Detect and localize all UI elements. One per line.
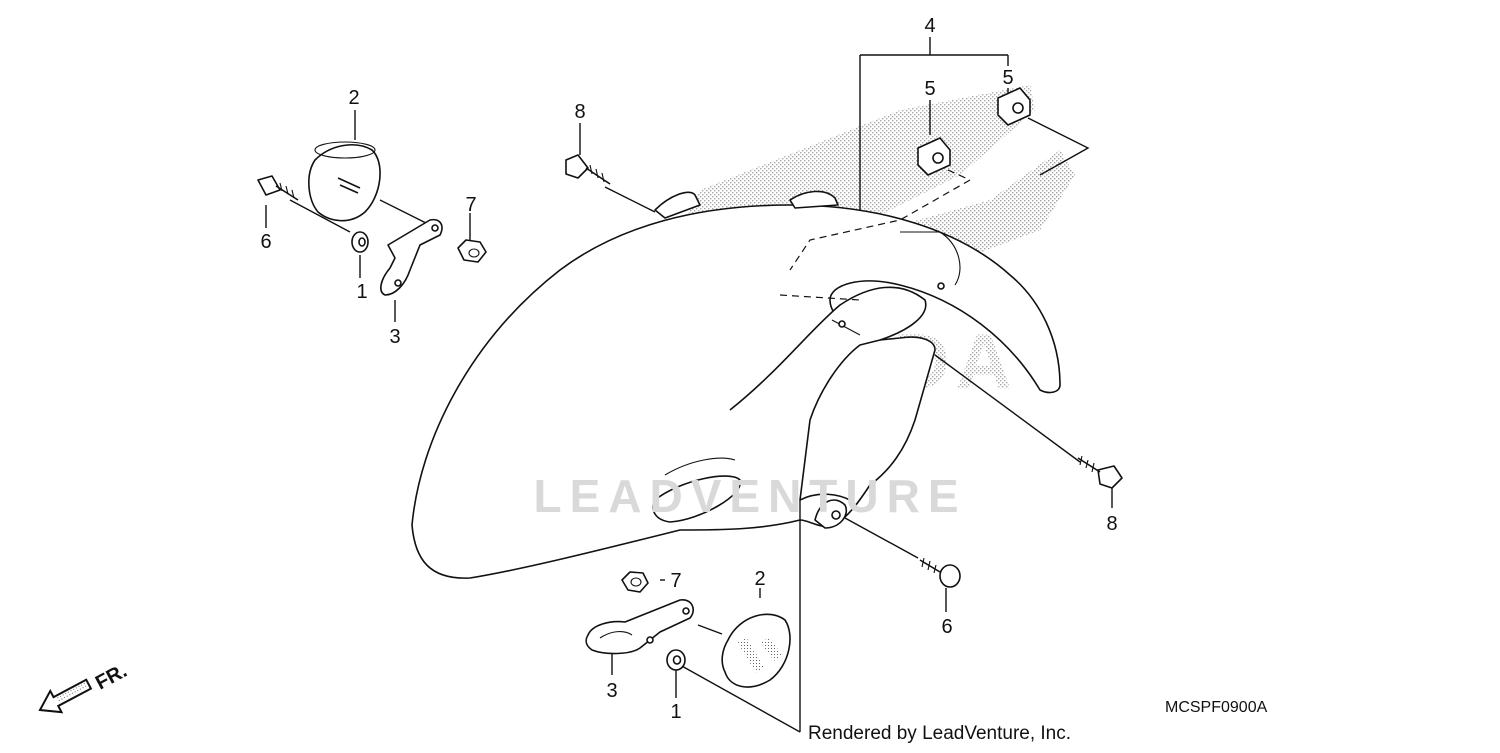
bolt-right-8: [1077, 455, 1123, 489]
callout-6-upper: 6: [260, 231, 271, 253]
callout-labels: 2 6 1 3 7 8 4 5 5 8 6 7 2 3 1: [260, 15, 1117, 723]
bracket-upper: [380, 218, 443, 296]
bracket-lower: [585, 599, 694, 655]
front-direction-label: FR.: [92, 660, 131, 695]
bolt-upper-left: [257, 175, 299, 201]
nut-upper: [457, 239, 487, 263]
callout-7-lower: 7: [670, 570, 681, 592]
front-fender: [411, 190, 1061, 579]
callout-2-lower: 2: [754, 568, 765, 590]
leader-lines: [265, 37, 1113, 733]
callout-1-lower: 1: [670, 701, 681, 723]
credit-text: Rendered by LeadVenture, Inc.: [808, 723, 1071, 744]
bolt-upper-8: [565, 154, 611, 185]
callout-6-lower: 6: [941, 616, 952, 638]
callout-5-a: 5: [924, 78, 935, 100]
callout-3-lower: 3: [606, 680, 617, 702]
diagram-code: MCSPF0900A: [1165, 699, 1268, 716]
front-direction-arrow-icon: [38, 678, 93, 714]
callout-1-upper: 1: [356, 281, 367, 303]
leadventure-watermark: LEADVENTURE: [533, 470, 966, 522]
reflector-lower: [721, 613, 791, 688]
clip-nut-a: [917, 137, 951, 176]
clip-nut-b: [997, 87, 1031, 126]
washer-lower: [666, 649, 686, 671]
bolt-lower-6: [919, 557, 961, 588]
callout-5-b: 5: [1002, 67, 1013, 89]
washer-upper: [351, 231, 369, 253]
nut-lower: [621, 571, 649, 593]
callout-8-top: 8: [574, 101, 585, 123]
callout-3-upper: 3: [389, 326, 400, 348]
callout-8-right: 8: [1106, 513, 1117, 535]
callout-2-upper: 2: [348, 87, 359, 109]
callout-4: 4: [924, 15, 935, 37]
reflector-upper: [308, 141, 381, 222]
callout-7-upper: 7: [465, 194, 476, 216]
